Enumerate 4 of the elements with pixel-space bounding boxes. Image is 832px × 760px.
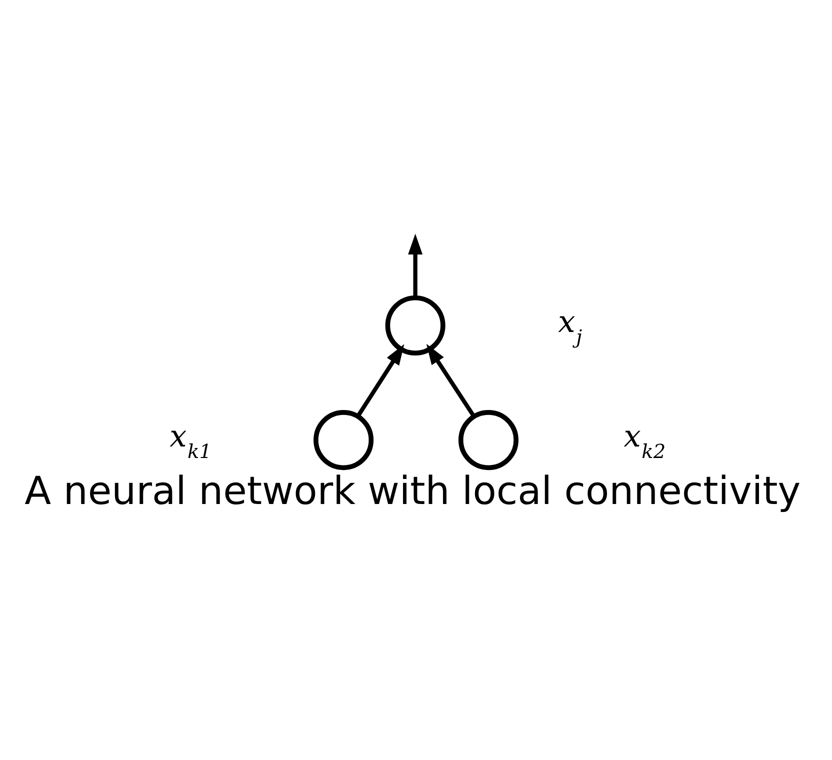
node-label: x$_{k2}$ bbox=[624, 419, 666, 463]
caption: A neural network with local connectivity bbox=[24, 469, 801, 514]
node-label: x$_{k1}$ bbox=[170, 419, 212, 463]
node-label: x$_{j}$ bbox=[558, 304, 582, 348]
